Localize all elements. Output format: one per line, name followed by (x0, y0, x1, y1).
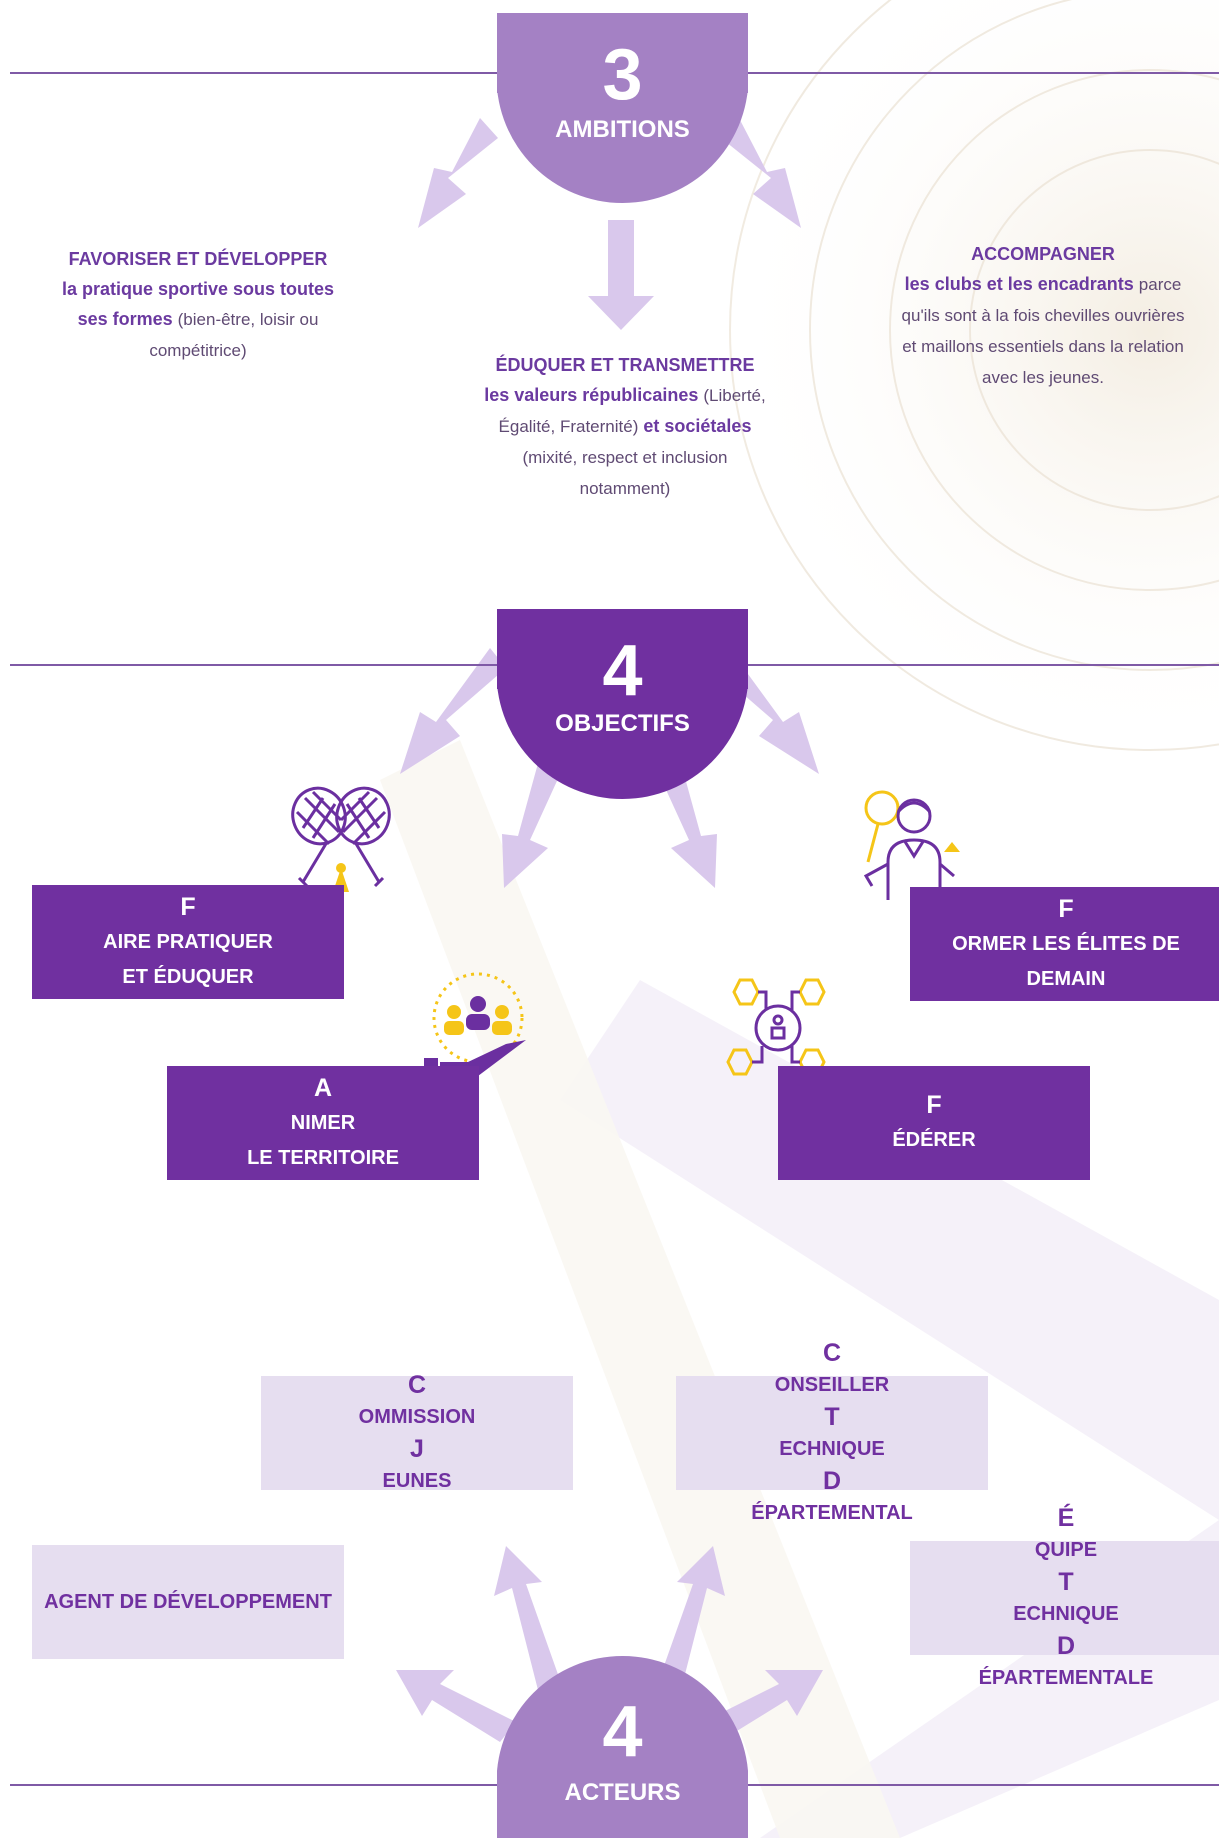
ambition-detail: Égalité, Fraternité) (498, 417, 639, 436)
objective-federer: F ÉDÉRER (778, 1066, 1090, 1180)
actor-label: ECHNIQUE (1013, 1603, 1119, 1625)
actor-label: EUNES (382, 1470, 452, 1492)
actor-equipe-technique: É QUIPE T ECHNIQUE D ÉPARTEMENTALE (910, 1504, 1219, 1689)
objectives-badge-shape (497, 609, 748, 799)
actor-agent-developpement: AGENT DE DÉVELOPPEMENT (32, 1545, 344, 1659)
ambition-strong: et sociétales (643, 416, 752, 436)
objective-cap: F (180, 892, 196, 921)
ambition-detail: (bien-être, loisir ou (177, 310, 319, 329)
actor-cap: C (407, 1371, 427, 1399)
network-hexagons-icon (726, 978, 826, 1076)
ambitions-badge-shape (497, 13, 748, 203)
objective-label: LE TERRITOIRE (247, 1146, 399, 1169)
ambition-strong: les valeurs républicaines (484, 385, 699, 405)
badminton-rackets-icon (291, 786, 391, 892)
ambition-heading: ÉDUQUER ET TRANSMETTRE (495, 355, 755, 375)
actors-badge-shape (497, 1656, 748, 1838)
objectives-number: 4 (602, 631, 643, 711)
objective-former-elites: F ORMER LES ÉLITES DE DEMAIN (910, 887, 1219, 1001)
actors-badge: 4 ACTEURS (497, 1656, 748, 1838)
actor-cap: T (824, 1403, 840, 1431)
actor-label: ÉPARTEMENTAL (751, 1502, 913, 1524)
objectives-badge: 4 OBJECTIFS (497, 609, 748, 799)
actor-label: ÉPARTEMENTALE (978, 1667, 1154, 1689)
objective-label: ORMER LES ÉLITES DE (952, 932, 1180, 955)
ambition-strong: ses formes (77, 309, 173, 329)
ambition-strong: la pratique sportive sous toutes (61, 279, 335, 299)
badminton-player-icon (863, 790, 960, 900)
objective-faire-pratiquer: F AIRE PRATIQUER ET ÉDUQUER (32, 885, 344, 999)
ambition-detail: avec les jeunes. (982, 368, 1104, 387)
ambition-detail: notamment) (579, 479, 671, 498)
ambition-detail: (Liberté, (703, 386, 766, 405)
ambition-eduquer: ÉDUQUER ET TRANSMETTRE les valeurs répub… (440, 350, 810, 504)
actor-conseiller-technique: C ONSEILLER T ECHNIQUE D ÉPARTEMENTAL (676, 1339, 988, 1524)
ambition-heading: FAVORISER ET DÉVELOPPER (68, 249, 328, 269)
objective-cap: A (313, 1073, 333, 1102)
actor-cap: D (822, 1467, 842, 1495)
actor-label: ONSEILLER (774, 1374, 890, 1396)
objective-cap: F (926, 1091, 942, 1119)
actors-label: ACTEURS (564, 1779, 681, 1806)
actor-cap: C (822, 1339, 842, 1367)
actor-label: AGENT DE DÉVELOPPEMENT (44, 1591, 332, 1613)
actor-label: ECHNIQUE (779, 1438, 885, 1460)
ambition-detail: (mixité, respect et inclusion (522, 448, 728, 467)
objective-label: NIMER (290, 1111, 356, 1134)
ambition-favoriser: FAVORISER ET DÉVELOPPER la pratique spor… (18, 244, 378, 366)
objective-label: DEMAIN (1026, 967, 1106, 990)
ambition-accompagner: ACCOMPAGNER les clubs et les encadrants … (868, 239, 1218, 393)
actors-number: 4 (602, 1692, 643, 1772)
actor-label: QUIPE (1034, 1539, 1098, 1561)
actor-cap: É (1057, 1504, 1075, 1532)
actor-cap: J (410, 1435, 424, 1463)
ambition-detail: parce (1138, 275, 1182, 294)
ambitions-badge: 3 AMBITIONS (497, 13, 748, 203)
ambition-detail: et maillons essentiels dans la relation (902, 337, 1184, 356)
ambition-detail: compétitrice) (149, 341, 247, 360)
objectives-label: OBJECTIFS (555, 710, 690, 737)
actor-commission-jeunes: C OMMISSION J EUNES (261, 1371, 573, 1492)
actor-cap: T (1058, 1568, 1074, 1596)
actor-label: OMMISSION (358, 1406, 476, 1428)
ambitions-label: AMBITIONS (555, 116, 690, 143)
objective-label: ÉDÉRER (892, 1129, 976, 1151)
objective-label: ET ÉDUQUER (122, 965, 254, 988)
ambition-strong: les clubs et les encadrants (904, 274, 1134, 294)
objective-cap: F (1058, 894, 1074, 923)
objective-animer-territoire: A NIMER LE TERRITOIRE (167, 1066, 479, 1180)
ambition-detail: qu'ils sont à la fois chevilles ouvrière… (901, 306, 1185, 325)
ambition-heading: ACCOMPAGNER (971, 244, 1115, 264)
objective-label: AIRE PRATIQUER (103, 930, 273, 953)
ambitions-number: 3 (602, 35, 643, 115)
actor-cap: D (1056, 1632, 1076, 1660)
